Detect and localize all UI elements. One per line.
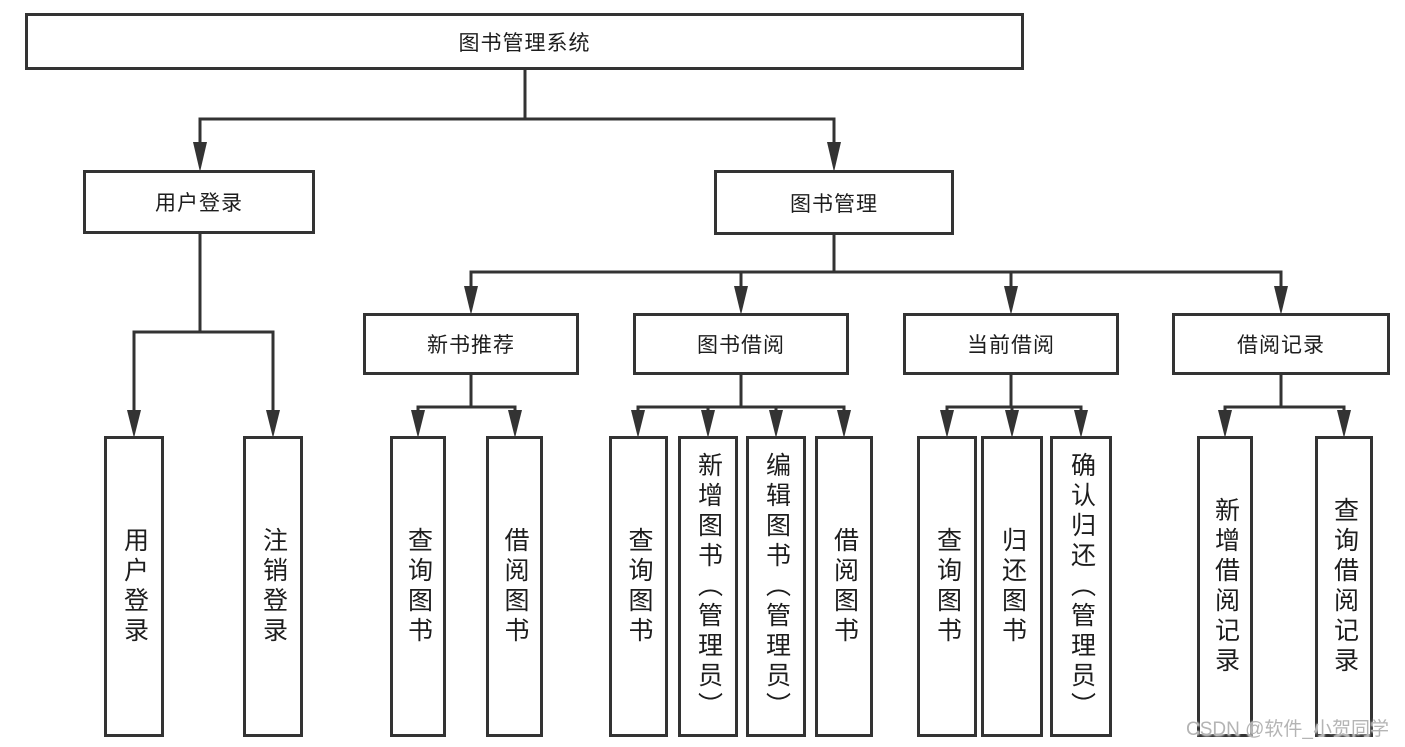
node-current-borrow-label: 当前借阅 bbox=[967, 334, 1055, 357]
leaf-query-books-borrow: 查询图书 bbox=[609, 436, 668, 737]
node-new-book-recommend-label: 新书推荐 bbox=[427, 334, 515, 357]
arrowhead bbox=[508, 410, 522, 438]
leaf-add-borrow-record-label: 新增借阅记录 bbox=[1211, 496, 1240, 677]
arrowhead bbox=[940, 410, 954, 438]
arrowhead bbox=[193, 142, 207, 172]
leaf-borrow-books-recommend-label: 借阅图书 bbox=[501, 526, 529, 647]
leaf-borrow-books: 借阅图书 bbox=[815, 436, 873, 737]
connector-user-login-branch bbox=[132, 233, 275, 414]
node-borrow-records-label: 借阅记录 bbox=[1237, 334, 1325, 357]
arrowhead bbox=[464, 286, 478, 315]
leaf-query-books-borrow-label: 查询图书 bbox=[625, 526, 653, 647]
leaf-add-book-admin: 新增图书（管理员） bbox=[678, 436, 738, 737]
leaf-query-borrow-record: 查询借阅记录 bbox=[1315, 436, 1373, 737]
arrowhead bbox=[631, 410, 645, 438]
arrowhead bbox=[769, 410, 783, 438]
leaf-add-book-admin-label: 新增图书（管理员） bbox=[694, 451, 723, 722]
node-root: 图书管理系统 bbox=[25, 13, 1024, 70]
node-root-label: 图书管理系统 bbox=[458, 31, 591, 55]
leaf-confirm-return-admin-label: 确认归还（管理员） bbox=[1067, 451, 1096, 722]
arrowhead bbox=[127, 410, 141, 438]
leaf-return-book: 归还图书 bbox=[981, 436, 1043, 737]
arrowhead bbox=[827, 142, 841, 172]
arrowhead bbox=[1337, 410, 1351, 438]
node-borrow-records: 借阅记录 bbox=[1172, 313, 1390, 375]
node-user-login: 用户登录 bbox=[83, 170, 315, 234]
node-book-borrow-label: 图书借阅 bbox=[697, 334, 785, 357]
leaf-edit-book-admin: 编辑图书（管理员） bbox=[746, 436, 806, 737]
connector-borrow-records-branch bbox=[1223, 373, 1346, 414]
leaf-logout: 注销登录 bbox=[243, 436, 303, 737]
leaf-return-book-label: 归还图书 bbox=[998, 526, 1027, 647]
leaf-add-borrow-record: 新增借阅记录 bbox=[1197, 436, 1253, 737]
arrowhead bbox=[1218, 410, 1232, 438]
connector-book-borrow-branch bbox=[636, 373, 846, 414]
leaf-confirm-return-admin: 确认归还（管理员） bbox=[1050, 436, 1112, 737]
leaf-query-books-current-label: 查询图书 bbox=[933, 526, 962, 647]
leaf-query-books-recommend-label: 查询图书 bbox=[404, 526, 433, 647]
leaf-query-borrow-record-label: 查询借阅记录 bbox=[1330, 496, 1359, 677]
node-user-login-label: 用户登录 bbox=[155, 192, 243, 215]
connector-current-borrow-branch bbox=[945, 373, 1083, 414]
node-new-book-recommend: 新书推荐 bbox=[363, 313, 579, 375]
arrowhead bbox=[266, 410, 280, 438]
leaf-edit-book-admin-label: 编辑图书（管理员） bbox=[762, 451, 791, 722]
leaf-user-login: 用户登录 bbox=[104, 436, 164, 737]
watermark: CSDN @软件_小贺同学 bbox=[1186, 719, 1389, 740]
node-book-borrow: 图书借阅 bbox=[633, 313, 849, 375]
arrowhead bbox=[1004, 286, 1018, 315]
arrowhead bbox=[411, 410, 425, 438]
arrowhead bbox=[734, 286, 748, 315]
connector-root-branch bbox=[198, 68, 836, 146]
leaf-query-books-current: 查询图书 bbox=[917, 436, 977, 737]
connector-book-mgmt-branch bbox=[469, 233, 1283, 290]
leaf-user-login-label: 用户登录 bbox=[120, 526, 149, 647]
arrowhead bbox=[1005, 410, 1019, 438]
leaf-logout-label: 注销登录 bbox=[259, 526, 288, 647]
arrowhead bbox=[701, 410, 715, 438]
arrowhead bbox=[837, 410, 851, 438]
arrowhead bbox=[1074, 410, 1088, 438]
node-book-management-label: 图书管理 bbox=[790, 192, 878, 216]
leaf-query-books-recommend: 查询图书 bbox=[390, 436, 446, 737]
node-current-borrow: 当前借阅 bbox=[903, 313, 1119, 375]
leaf-borrow-books-label: 借阅图书 bbox=[830, 526, 859, 647]
arrowhead bbox=[1274, 286, 1288, 315]
node-book-management: 图书管理 bbox=[714, 170, 954, 235]
leaf-borrow-books-recommend: 借阅图书 bbox=[486, 436, 543, 737]
connector-recommend-branch bbox=[416, 373, 517, 414]
